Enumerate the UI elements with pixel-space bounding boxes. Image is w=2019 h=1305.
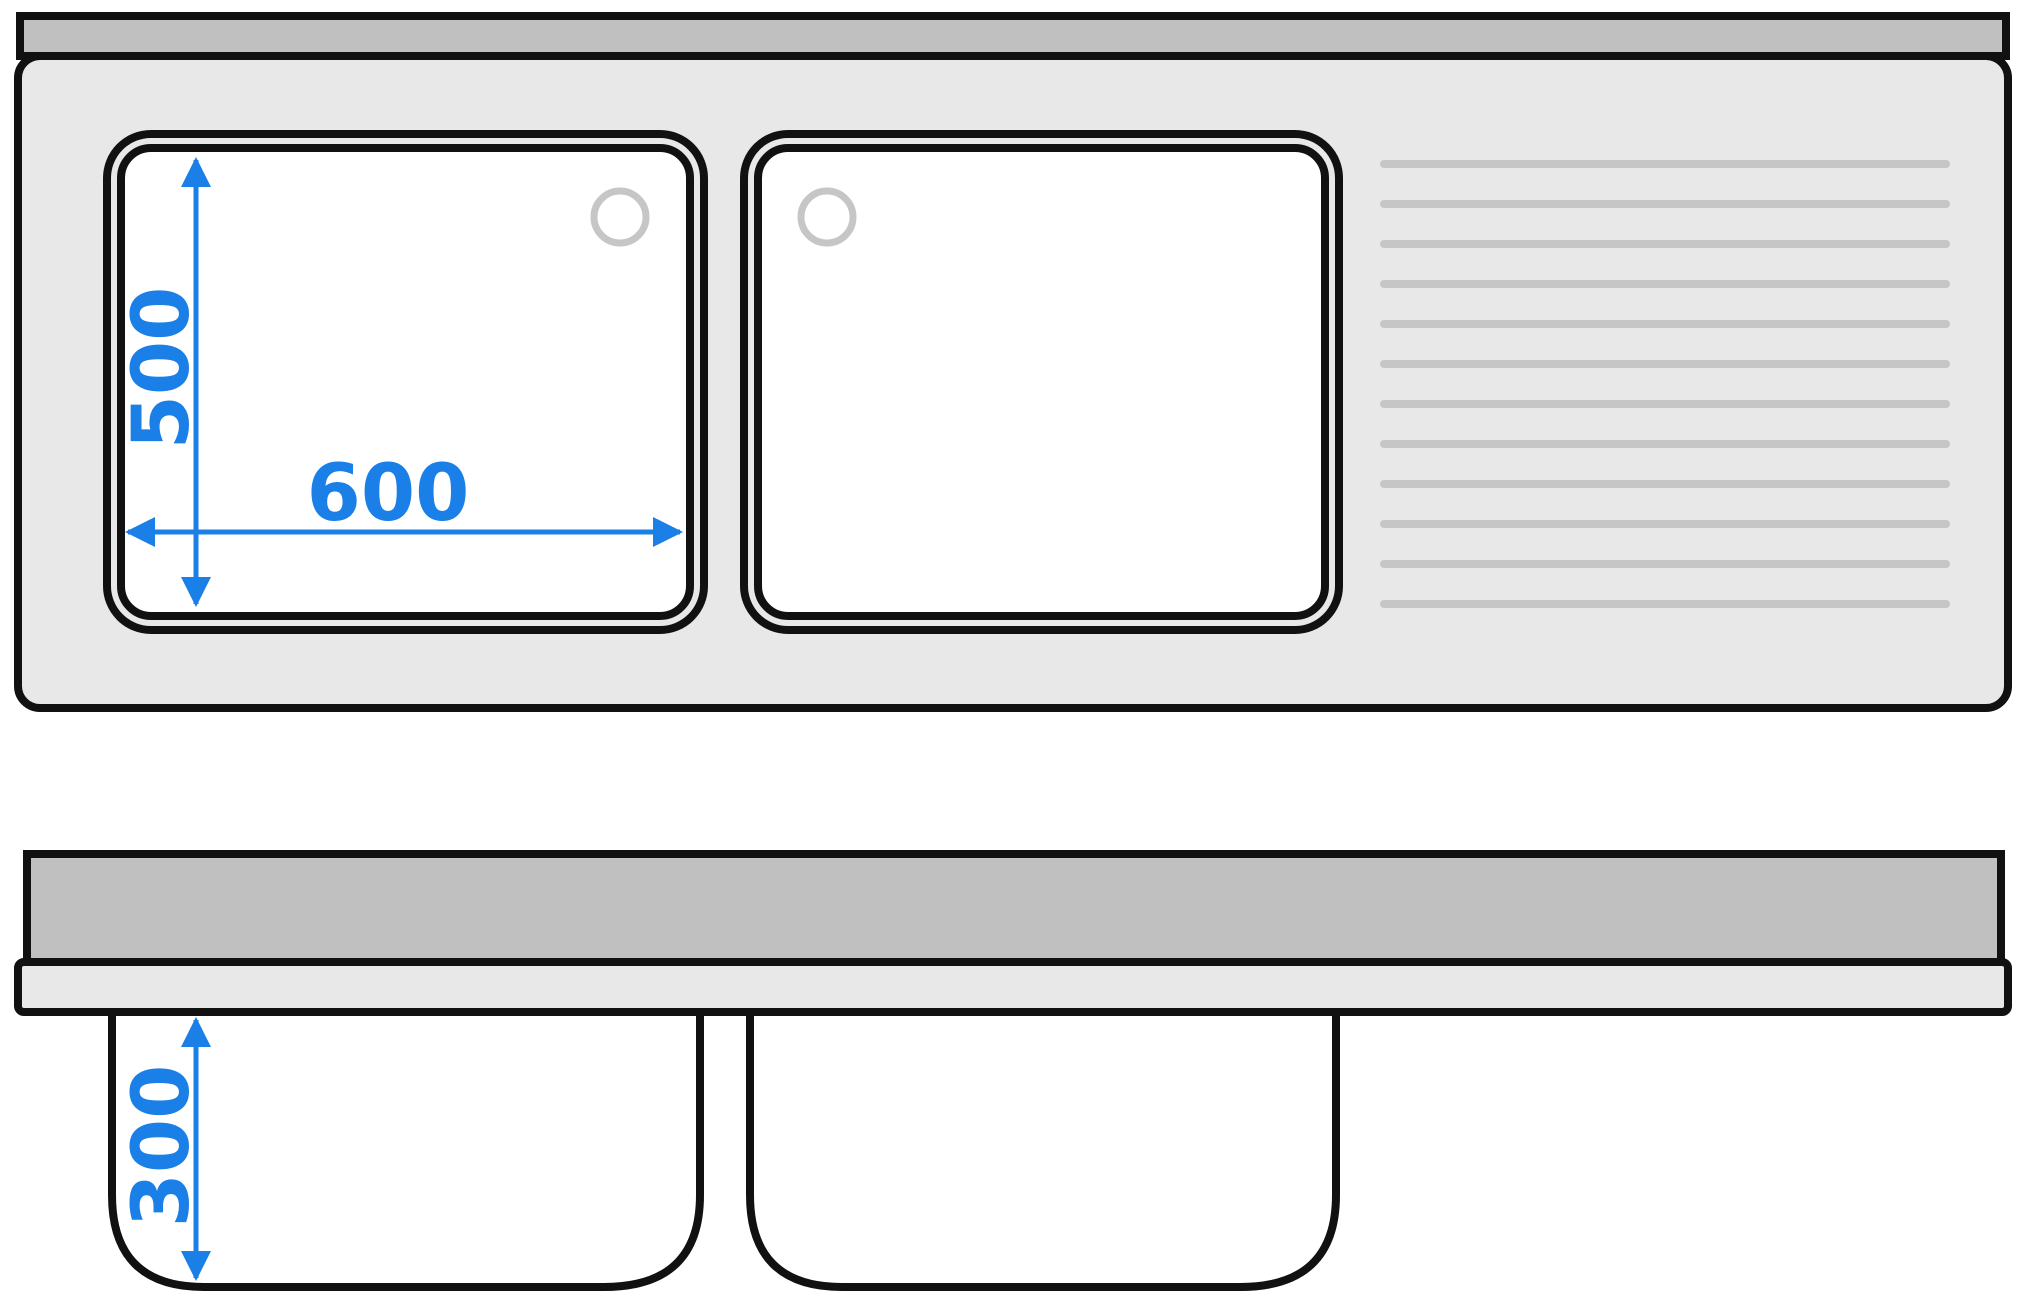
dimension-label-length: 500 — [117, 287, 207, 450]
left-bowl-front — [108, 1000, 704, 1291]
drainboard-grooves — [1380, 160, 1950, 608]
left-bowl-drain-icon — [590, 187, 650, 247]
left-bowl-basin — [117, 144, 694, 620]
front-view-worktop-edge — [14, 958, 2012, 1016]
right-bowl-top — [740, 130, 1343, 634]
front-view-backsplash — [23, 850, 2005, 966]
right-bowl-basin — [754, 144, 1329, 620]
right-bowl-front — [746, 1000, 1340, 1291]
dimension-label-width: 600 — [307, 449, 470, 539]
right-bowl-drain-icon — [797, 187, 857, 247]
dimension-label-depth: 300 — [117, 1065, 207, 1228]
dimension-bowl-width: 600 — [125, 449, 683, 547]
top-view: 500 600 — [14, 12, 2012, 712]
top-view-backsplash — [16, 12, 2010, 60]
dimension-bowl-length: 500 — [117, 157, 211, 607]
front-view: 300 — [14, 850, 2012, 1291]
left-bowl-top — [103, 130, 708, 634]
dimension-bowl-depth: 300 — [117, 1017, 211, 1281]
